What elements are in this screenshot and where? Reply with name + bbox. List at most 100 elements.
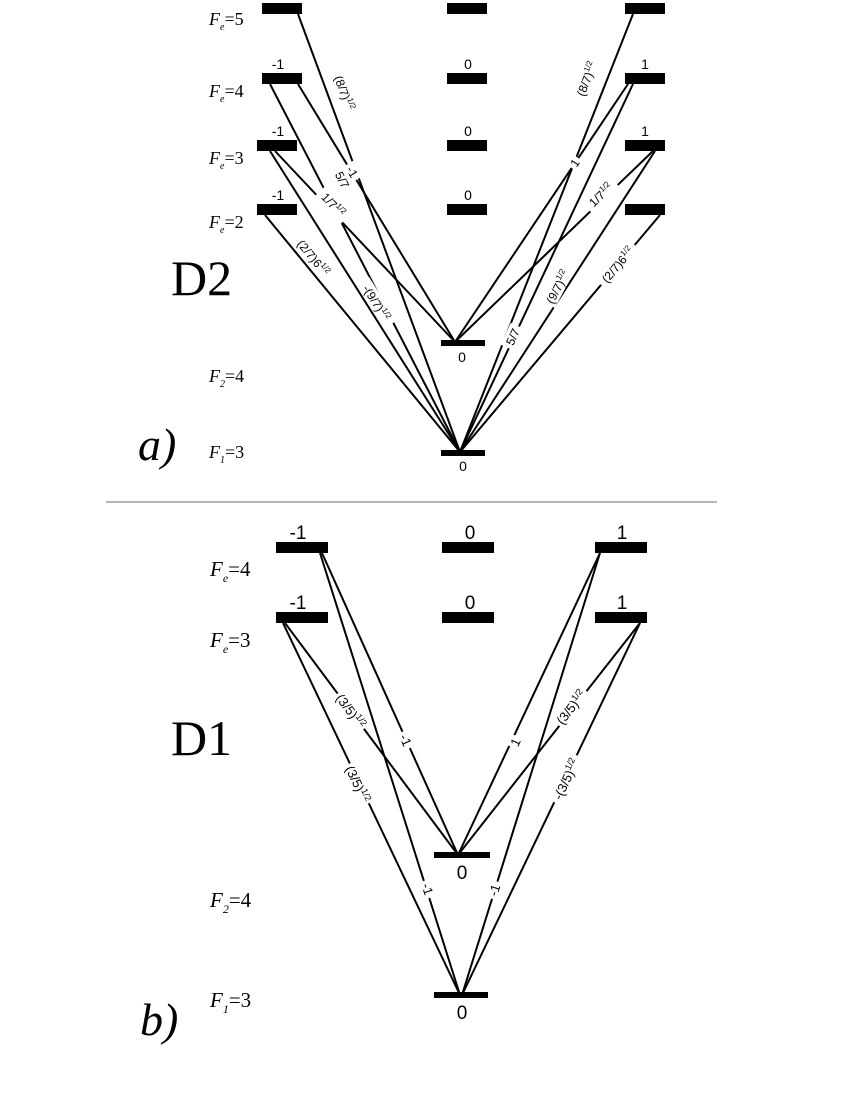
coef-label: -1 (395, 728, 417, 752)
coef-label: (8/7)1/2 (572, 57, 601, 101)
transition-line (457, 622, 641, 856)
coef-label: (9/7)1/2 (541, 265, 574, 308)
fe4-m-left-label: -1 (290, 523, 307, 544)
fe5-level-bar-left (262, 3, 302, 14)
f2-ground-level-bar (441, 340, 485, 346)
transition-line (319, 552, 461, 996)
svg-text:-(9/7)1/2: -(9/7)1/2 (359, 282, 393, 324)
transition-line (282, 622, 461, 996)
fe4-m-left-label: -1 (272, 56, 285, 72)
panel-a-label: a) (138, 419, 176, 470)
fe2-level-bar-left (257, 204, 297, 215)
svg-text:5/7: 5/7 (332, 169, 352, 191)
svg-text:5/7: 5/7 (503, 326, 523, 347)
f1-level-label: F1=3 (209, 988, 251, 1016)
f2-level-label: F2=4 (208, 366, 244, 390)
f1-m-label: 0 (459, 458, 467, 474)
f1-ground-level-bar (434, 992, 488, 998)
fe4-level-bar-left (276, 542, 328, 553)
fe3-m-center-label: 0 (464, 123, 472, 139)
svg-text:(3/5)1/2: (3/5)1/2 (333, 690, 369, 731)
fe4-m-center-label: 0 (464, 56, 472, 72)
coef-label: (3/5)1/2 (341, 760, 375, 808)
fe2-level-bar-right (625, 204, 665, 215)
d1-line-label: D1 (171, 710, 232, 766)
coef-label: 5/7 (500, 322, 525, 351)
transition-line (297, 83, 456, 343)
fe4-m-right-label: 1 (617, 523, 628, 544)
fe2-level-label: Fe=2 (208, 212, 244, 236)
panel-a: -1 0 1 -1 0 1 -1 0 1 0 0 Fe=5 Fe=4 Fe=3 … (138, 3, 665, 474)
transition-line (457, 552, 601, 856)
fe3-level-bar-left (276, 612, 328, 623)
transition-line (264, 214, 461, 453)
f2-level-label: F2=4 (209, 888, 252, 916)
svg-text:-1: -1 (396, 732, 414, 749)
fe4-m-center-label: 0 (465, 523, 476, 544)
transition-line (269, 83, 461, 453)
coef-label: 5/7 (330, 165, 355, 194)
coef-label: (8/7)1/2 (330, 71, 359, 115)
coef-label: -1 (417, 878, 439, 900)
f2-ground-level-bar (434, 852, 490, 858)
fe2-m-left-label: -1 (272, 187, 285, 203)
fe3-level-label: Fe=3 (209, 628, 251, 656)
fe2-m-right-label: 1 (649, 202, 657, 218)
panel-b-label: b) (140, 994, 178, 1045)
coef-label: -(3/5)1/2 (547, 752, 585, 806)
transition-line (461, 552, 601, 996)
transition-line (459, 13, 634, 453)
fe3-m-right-label: 1 (641, 123, 649, 139)
transition-line (454, 83, 629, 343)
fe5-level-bar-center (447, 3, 487, 14)
transition-line (321, 552, 459, 856)
f2-m-label: 0 (458, 349, 466, 365)
f1-ground-level-bar (441, 450, 485, 456)
panel-b: -1 0 1 -1 0 1 0 0 Fe=4 Fe=3 F2=4 F1=3 D1… (140, 523, 647, 1045)
fe3-level-bar-right (625, 140, 665, 151)
d2-line-label: D2 (171, 250, 232, 306)
fe4-level-label: Fe=4 (208, 81, 244, 105)
f1-m-label: 0 (457, 1003, 468, 1024)
transition-line (454, 150, 654, 343)
transition-line (274, 150, 456, 343)
svg-text:(3/5)1/2: (3/5)1/2 (553, 687, 590, 728)
coef-label: -1 (483, 879, 505, 901)
fe3-m-left-label: -1 (290, 593, 307, 614)
fe4-level-label: Fe=4 (209, 557, 251, 585)
fe5-level-label: Fe=5 (208, 9, 244, 33)
fe4-level-bar-left (262, 73, 302, 84)
fe4-level-bar-center (447, 73, 487, 84)
fe3-m-center-label: 0 (465, 593, 476, 614)
transition-line (269, 150, 461, 453)
transition-line (461, 622, 641, 996)
fe3-level-bar-left (257, 140, 297, 151)
fe4-level-bar-right (625, 73, 665, 84)
fe5-level-bar-right (625, 3, 665, 14)
f1-level-label: F1=3 (208, 442, 244, 466)
svg-text:-1: -1 (486, 882, 504, 898)
transition-line (459, 83, 634, 453)
fe3-level-bar-center (447, 140, 487, 151)
fe3-level-bar-center (442, 612, 494, 623)
transition-line (284, 622, 459, 856)
transition-line (297, 13, 461, 453)
fe4-level-bar-right (595, 542, 647, 553)
fe2-m-center-label: 0 (464, 187, 472, 203)
f2-m-label: 0 (457, 863, 468, 884)
coef-label: (2/7)61/2 (595, 239, 641, 290)
coef-label: 1 (565, 153, 585, 172)
fe2-level-bar-center (447, 204, 487, 215)
fe4-level-bar-center (442, 542, 494, 553)
coef-label: 1/71/2 (314, 185, 352, 224)
fe3-level-bar-right (595, 612, 647, 623)
fe3-m-right-label: 1 (617, 593, 628, 614)
svg-text:(2/7)61/2: (2/7)61/2 (598, 243, 637, 286)
svg-text:-1: -1 (419, 881, 437, 897)
fe3-m-left-label: -1 (272, 123, 285, 139)
fe4-m-right-label: 1 (641, 56, 649, 72)
fe3-level-label: Fe=3 (208, 148, 244, 172)
coef-label: 1 (505, 733, 525, 751)
